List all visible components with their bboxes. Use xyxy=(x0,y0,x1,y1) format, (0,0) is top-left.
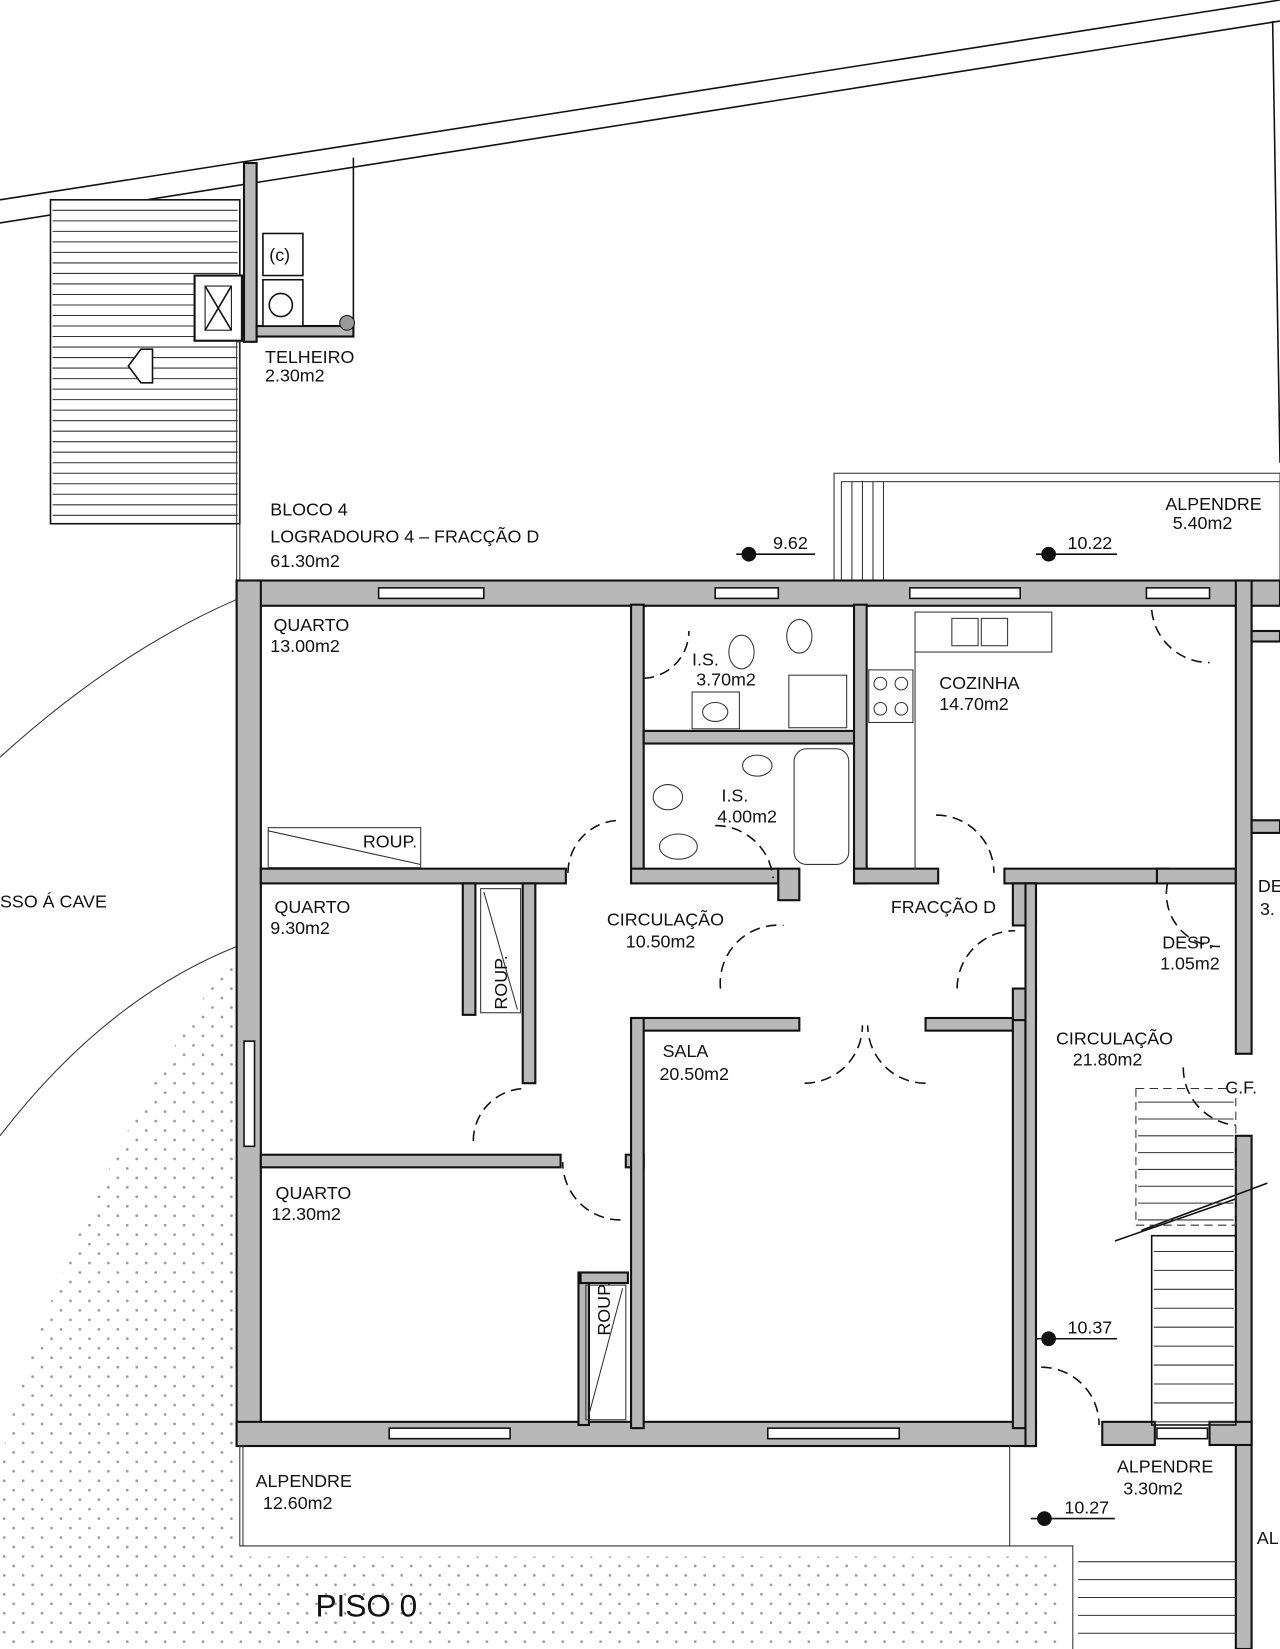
room-name-alpendre-bl: ALPENDRE xyxy=(256,1471,352,1491)
level-marker-1: 9.62 xyxy=(736,533,816,562)
room-name-is-1: I.S. xyxy=(692,650,719,670)
room-area-cozinha: 14.70m2 xyxy=(939,694,1009,714)
sink-icon-2 xyxy=(742,754,773,777)
arrow-icon xyxy=(127,348,154,384)
exterior-stair xyxy=(49,199,243,525)
room-name-telheiro: TELHEIRO xyxy=(265,347,354,367)
cf-label: C.F. xyxy=(1225,1078,1257,1098)
room-area-circulacao-2: 21.80m2 xyxy=(1073,1049,1143,1069)
bidet-icon-2 xyxy=(652,784,684,811)
level-marker-2: 10.22 xyxy=(1035,533,1117,562)
level-marker-3: 10.37 xyxy=(1035,1318,1117,1347)
roup-label-2: ROUP. xyxy=(491,955,511,1009)
meter-box xyxy=(262,232,304,277)
roup-label-3: ROUP. xyxy=(594,1281,614,1335)
floor-title: PISO 0 xyxy=(316,1587,418,1623)
room-name-is-2: I.S. xyxy=(722,785,749,805)
room-name-alpendre-top: ALPENDRE xyxy=(1165,494,1261,514)
level-value: 10.37 xyxy=(1068,1318,1113,1338)
room-name-desp: DESP. xyxy=(1162,933,1213,953)
level-value: 10.22 xyxy=(1068,533,1113,553)
room-name-quarto-1: QUARTO xyxy=(273,615,349,635)
room-area-quarto-2: 9.30m2 xyxy=(270,918,330,938)
room-name-al-partial: AL xyxy=(1257,1528,1279,1548)
room-name-quarto-2: QUARTO xyxy=(275,897,351,917)
kitchen-sink-icon xyxy=(914,611,1053,653)
stove-icon xyxy=(868,669,914,724)
room-area-alpendre-bl: 12.60m2 xyxy=(263,1493,333,1513)
room-area-is-2: 4.00m2 xyxy=(717,806,777,826)
room-area-desp: 1.05m2 xyxy=(1160,954,1220,974)
room-name-de-partial: DE xyxy=(1258,876,1280,896)
room-area-sala: 20.50m2 xyxy=(659,1064,729,1084)
shower-icon xyxy=(788,674,848,729)
garden-area xyxy=(0,946,1063,1649)
room-name-logradouro: LOGRADOURO 4 – FRACÇÃO D xyxy=(270,526,539,547)
downpipe-icon xyxy=(339,314,355,331)
bathtub-icon xyxy=(793,748,850,865)
interior-stair xyxy=(1135,1087,1237,1426)
toilet-icon xyxy=(728,634,755,670)
doors xyxy=(472,609,1268,1425)
room-area-de-partial: 3. xyxy=(1260,899,1275,919)
toilet-icon-2 xyxy=(658,833,698,860)
room-area-circulacao-1: 10.50m2 xyxy=(626,932,696,952)
room-area-logradouro: 61.30m2 xyxy=(270,551,340,571)
room-name-quarto-3: QUARTO xyxy=(276,1183,352,1203)
drain-icon xyxy=(268,292,294,318)
site-boundary xyxy=(0,0,1280,463)
meter-label: (c) xyxy=(269,245,290,265)
room-name-sala: SALA xyxy=(663,1041,709,1061)
roup-label-1: ROUP. xyxy=(363,832,417,852)
room-area-quarto-1: 13.00m2 xyxy=(270,636,340,656)
walls xyxy=(235,579,1280,1649)
room-area-quarto-3: 12.30m2 xyxy=(271,1204,341,1224)
sink-icon xyxy=(691,691,740,730)
level-marker-4: 10.27 xyxy=(1030,1497,1115,1526)
windows xyxy=(243,587,1211,1440)
room-area-alpendre-br: 3.30m2 xyxy=(1123,1478,1183,1498)
room-name-circulacao-2: CIRCULAÇÃO xyxy=(1056,1027,1173,1048)
access-label: SSO Á CAVE xyxy=(0,892,107,912)
fixtures xyxy=(652,611,1053,869)
level-value: 9.62 xyxy=(773,533,808,553)
level-value: 10.27 xyxy=(1064,1497,1109,1517)
room-area-alpendre-top: 5.40m2 xyxy=(1173,513,1233,533)
room-name-circulacao-1: CIRCULAÇÃO xyxy=(607,908,724,929)
room-name-alpendre-br: ALPENDRE xyxy=(1117,1456,1213,1476)
bidet-icon xyxy=(786,618,813,654)
room-name-cozinha: COZINHA xyxy=(939,673,1019,693)
fraction-label: FRACÇÃO D xyxy=(891,896,996,917)
room-area-is-1: 3.70m2 xyxy=(696,670,756,690)
room-area-telheiro: 2.30m2 xyxy=(265,366,325,386)
block-label: BLOCO 4 xyxy=(270,499,347,519)
